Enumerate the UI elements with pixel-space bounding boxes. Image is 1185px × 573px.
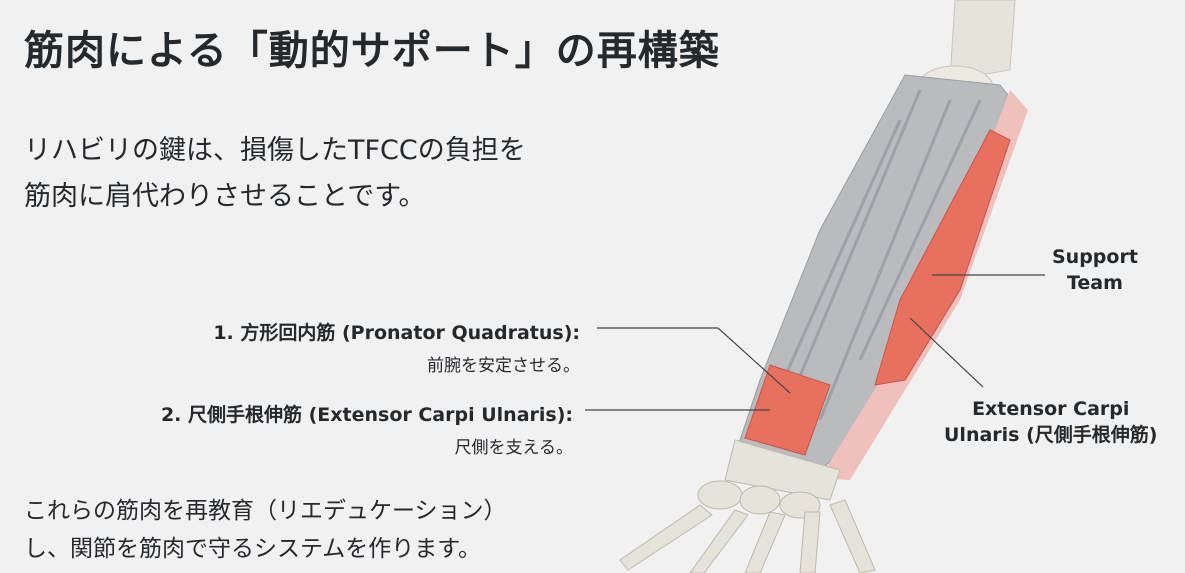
label-heading: 1. 方形回内筋 (Pronator Quadratus): <box>213 322 580 344</box>
label-desc: 前腕を安定させる。 <box>427 356 580 376</box>
ecu-muscle <box>874 129 1011 386</box>
support-team-label: Support Team <box>1052 244 1138 296</box>
label-pronator-quadratus: 1. 方形回内筋 (Pronator Quadratus): 前腕を安定させる。 <box>213 318 580 376</box>
humerus-bone <box>949 0 1016 81</box>
muscle-fibers <box>768 89 982 421</box>
support-line-2: Team <box>1066 272 1123 294</box>
intro-text: リハビリの鍵は、損傷したTFCCの負担を 筋肉に肩代わりさせることです。 <box>24 128 526 220</box>
leader-lines <box>585 274 1045 411</box>
hand-bones <box>619 439 876 573</box>
support-line-1: Support <box>1052 246 1138 268</box>
label-extensor-carpi-ulnaris: 2. 尺側手根伸筋 (Extensor Carpi Ulnaris): 尺側を支… <box>161 400 573 458</box>
label-desc: 尺側を支える。 <box>454 438 574 458</box>
pronator-quadratus-muscle <box>744 364 831 456</box>
outro-line-2: し、関節を筋肉で守るシステムを作ります。 <box>24 536 482 562</box>
outro-line-1: これらの筋肉を再教育（リエデュケーション） <box>24 498 507 524</box>
outro-text: これらの筋肉を再教育（リエデュケーション） し、関節を筋肉で守るシステムを作りま… <box>24 492 507 568</box>
page-title: 筋肉による「動的サポート」の再構築 <box>24 28 720 74</box>
ecu-label: Extensor Carpi Ulnaris (尺側手根伸筋) <box>944 396 1157 448</box>
intro-line-2: 筋肉に肩代わりさせることです。 <box>24 181 426 212</box>
ecu-line-1: Extensor Carpi <box>972 398 1130 420</box>
intro-line-1: リハビリの鍵は、損傷したTFCCの負担を <box>24 135 526 166</box>
label-heading: 2. 尺側手根伸筋 (Extensor Carpi Ulnaris): <box>160 404 573 426</box>
ecu-line-2: Ulnaris (尺側手根伸筋) <box>944 424 1158 446</box>
